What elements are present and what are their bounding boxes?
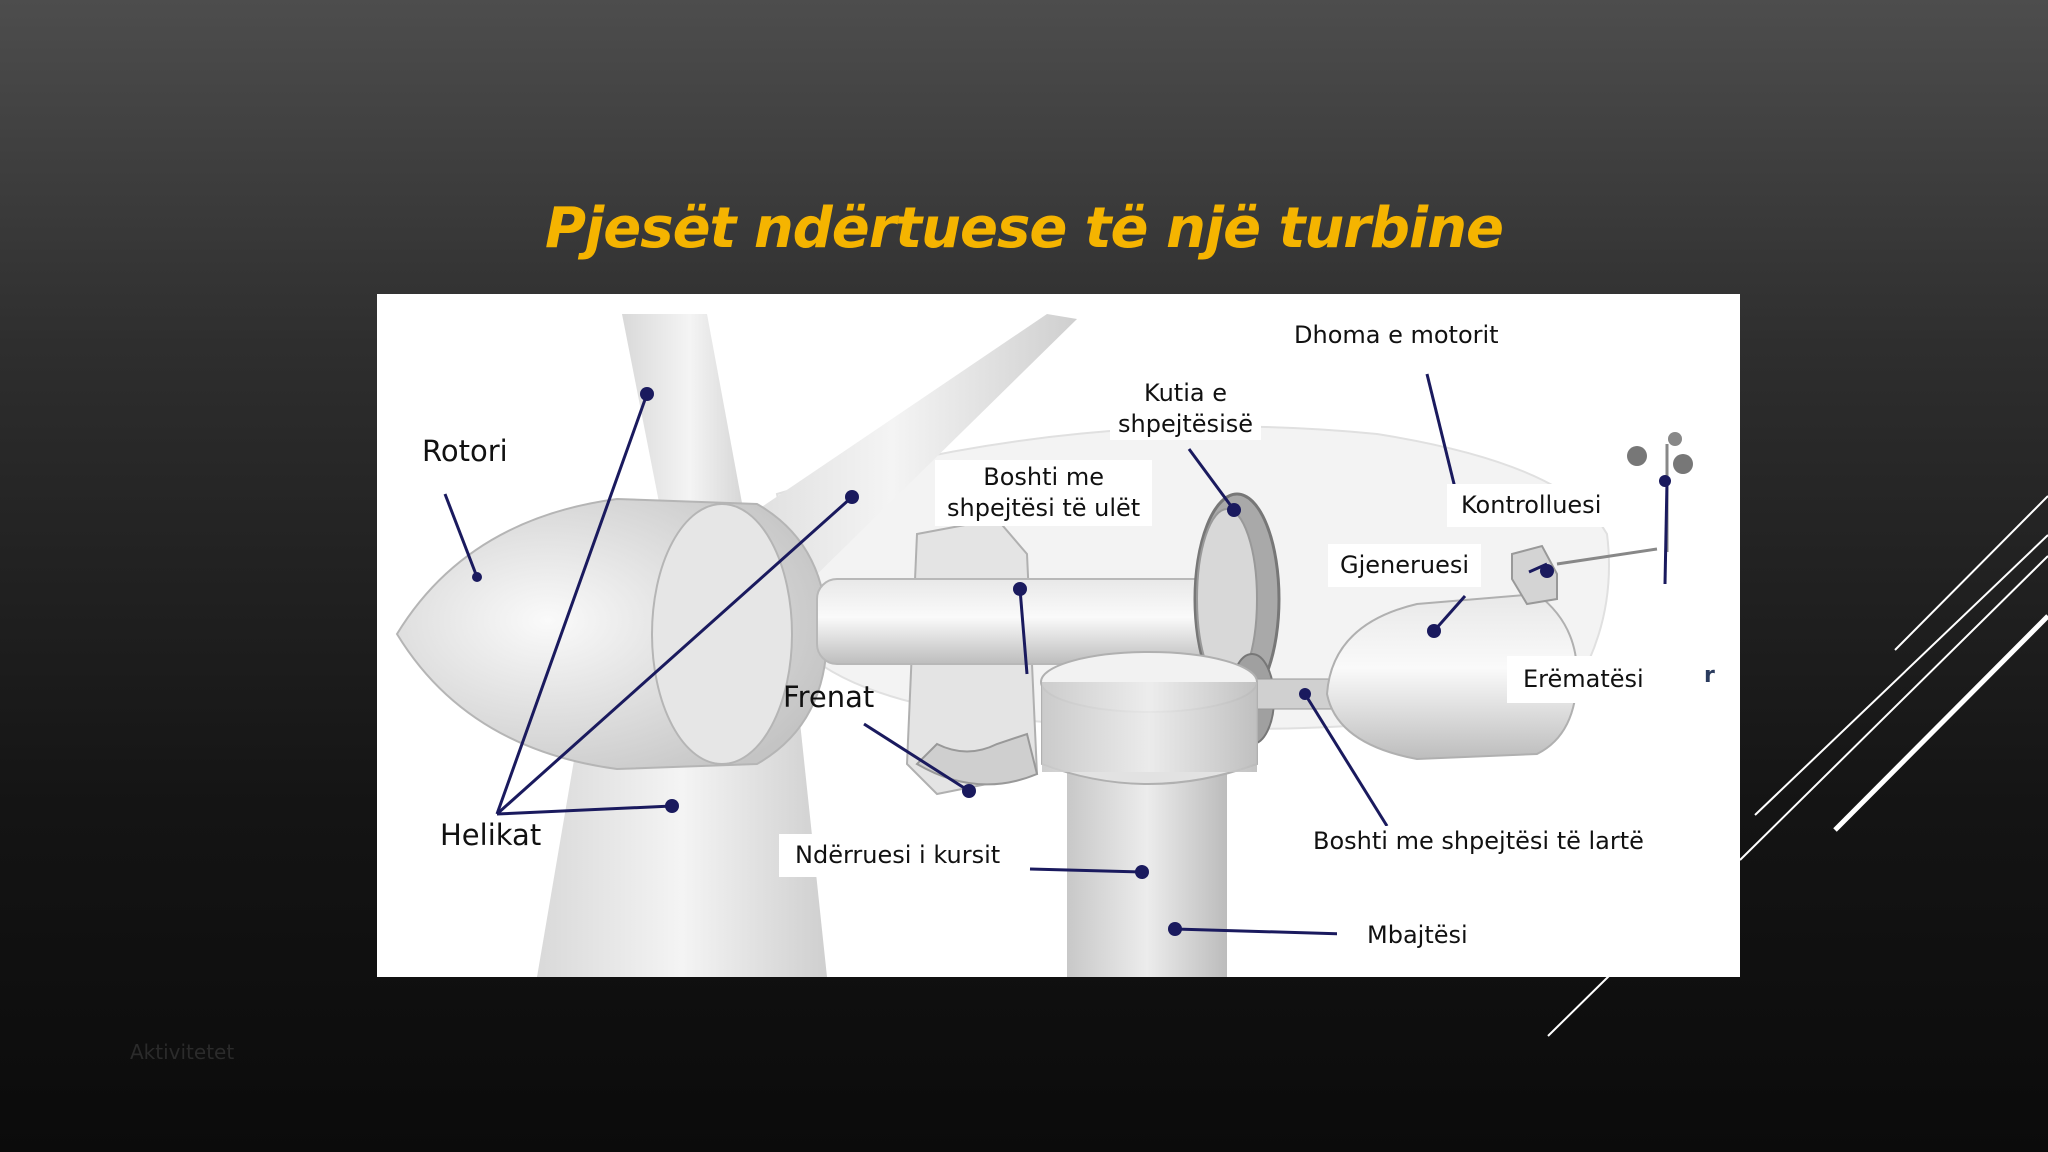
label-erematesi-fragment: r (1704, 663, 1715, 688)
label-boshti-larte: Boshti me shpejtësi të lartë (1303, 826, 1654, 857)
label-erematesi: Erëmatësi (1507, 656, 1660, 703)
label-boshti-ulet-line1: Boshti me (983, 463, 1104, 491)
label-boshti-ulet: Boshti me shpejtësi të ulët (935, 460, 1153, 526)
leader-dot-helikat (845, 490, 859, 504)
leader-line-boshti-larte (1303, 693, 1389, 827)
anemometer-cup (1673, 454, 1693, 474)
leader-dot-mbajtesi (1168, 922, 1182, 936)
leader-line-mbajtesi (1174, 927, 1346, 936)
label-boshti-ulet-line2: shpejtësi të ulët (947, 494, 1141, 522)
label-frenat: Frenat (783, 680, 875, 714)
leader-line-erematesi (1663, 480, 1669, 585)
leader-dot-helikat (665, 799, 679, 813)
label-kontrolluesi: Kontrolluesi (1447, 484, 1616, 527)
deco-line (1754, 534, 2048, 816)
leader-line-helikat (495, 393, 649, 815)
label-gjeneruesi: Gjeneruesi (1328, 544, 1482, 587)
label-mbajtesi: Mbajtësi (1337, 916, 1498, 955)
anemometer-arm (1556, 547, 1658, 566)
label-helikat: Helikat (440, 818, 542, 852)
yaw-drive-body (1042, 682, 1257, 772)
leader-line-boshti-ulet (1018, 588, 1029, 675)
slide-title: Pjesët ndërtuese të një turbine (545, 196, 1504, 261)
turbine-diagram: Rotori Helikat Frenat Ndërruesi i kursit… (377, 294, 1740, 977)
hub-ring (651, 503, 793, 765)
label-kutia-line2: shpejtësisë (1118, 410, 1253, 438)
turbine-illustration (395, 314, 1693, 977)
deco-line-thick (1833, 614, 2048, 832)
leader-dot-nderruesi (1135, 865, 1149, 879)
leader-dot-helikat (640, 387, 654, 401)
leader-dot-boshti-larte (1299, 688, 1311, 700)
low-speed-shaft (816, 578, 1258, 665)
leader-dot-kontrolluesi (1540, 564, 1554, 578)
leader-line-kutia (1187, 448, 1236, 511)
label-kutia-line1: Kutia e (1144, 379, 1227, 407)
leader-dot-erematesi (1659, 475, 1671, 487)
label-kutia-e-shpejtesise: Kutia e shpejtësisë (1110, 378, 1261, 440)
leader-dot-kutia (1227, 503, 1241, 517)
label-rotori: Rotori (422, 434, 508, 468)
leader-line-frenat (863, 722, 970, 793)
high-speed-shaft (1256, 678, 1338, 710)
leader-line-gjeneruesi (1432, 595, 1467, 632)
leader-line-helikat (496, 804, 673, 816)
anemometer-cup (1627, 446, 1647, 466)
slide-footer: Aktivitetet (130, 1040, 235, 1064)
controller-box (1511, 544, 1558, 606)
leader-line-nderruesi (1029, 867, 1143, 874)
deco-line (1894, 495, 2048, 651)
leader-dot-frenat (962, 784, 976, 798)
anemometer-cup (1668, 432, 1682, 446)
label-dhoma-e-motorit: Dhoma e motorit (1282, 320, 1511, 351)
leader-dot-gjeneruesi (1427, 624, 1441, 638)
blade-upper-right (707, 314, 1077, 594)
label-nderruesi-i-kursit: Ndërruesi i kursit (779, 834, 1017, 877)
leader-dot-boshti-ulet (1013, 582, 1027, 596)
deco-line (1547, 974, 1611, 1037)
leader-line-dhoma (1425, 373, 1458, 493)
leader-dot-rotori (472, 572, 482, 582)
leader-line-helikat (496, 495, 853, 816)
leader-line-rotori (443, 493, 479, 578)
deco-line (1739, 555, 2048, 861)
